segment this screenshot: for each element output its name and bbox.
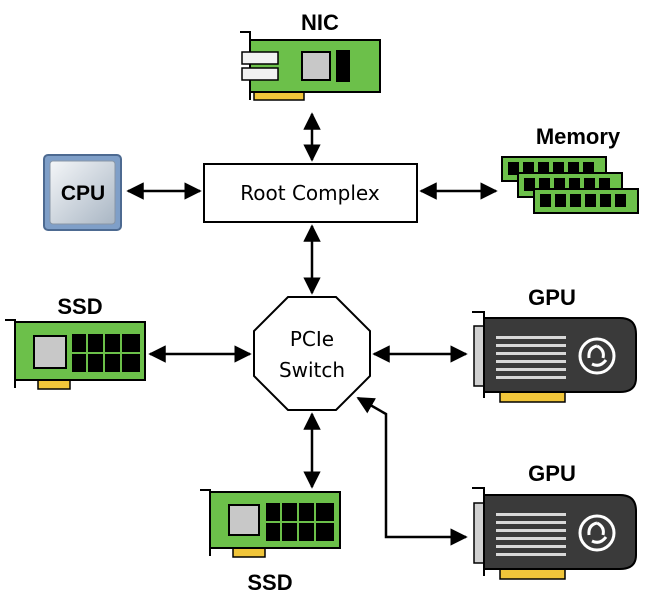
pcie-switch-label-line2: Switch xyxy=(279,358,345,382)
gpu-top-label: GPU xyxy=(528,285,576,310)
root-complex-label: Root Complex xyxy=(240,181,380,205)
pcie-switch-octagon xyxy=(253,296,371,411)
memory-label: Memory xyxy=(536,124,621,149)
ssd-bottom-label: SSD xyxy=(247,570,292,595)
ssd-card-icon xyxy=(200,489,341,558)
cpu-label: CPU xyxy=(61,182,105,205)
nic-label: NIC xyxy=(301,10,339,35)
ssd-left-label: SSD xyxy=(57,294,102,319)
memory-module-icon xyxy=(501,156,639,214)
gpu-bottom-label: GPU xyxy=(528,461,576,486)
gpu-card-icon xyxy=(472,311,637,403)
link-switch-gpu-bottom xyxy=(356,396,468,546)
cpu-chip-icon xyxy=(43,154,122,231)
pcie-switch-label-line1: PCIe xyxy=(290,327,334,351)
nic-card-icon xyxy=(240,31,381,101)
root-complex-box xyxy=(203,163,418,223)
gpu-card-icon xyxy=(472,487,637,580)
ssd-card-icon xyxy=(5,319,146,390)
